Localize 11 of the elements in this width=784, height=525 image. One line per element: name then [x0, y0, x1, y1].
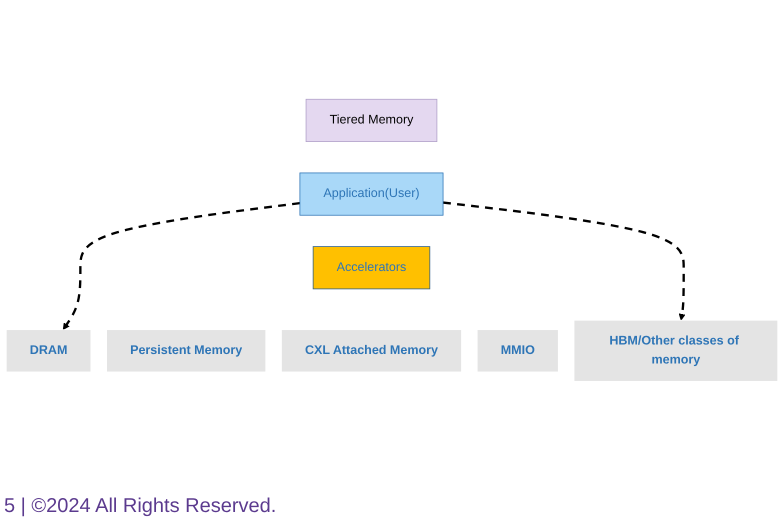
node-box: Persistent Memory [106, 328, 266, 372]
node-box: HBM/Other classes of memory [574, 320, 778, 382]
arrow [442, 201, 686, 320]
node-box: DRAM [6, 328, 92, 372]
node-box: Application(User) [300, 172, 444, 216]
footer-text: 5 | ©2024 All Rights Reserved. [4, 495, 276, 517]
node-box: Tiered Memory [306, 98, 438, 142]
node-box: CXL Attached Memory [281, 328, 462, 372]
node-box: Accelerators [312, 246, 430, 289]
node-box: MMIO [476, 328, 559, 372]
arrow [62, 202, 300, 330]
